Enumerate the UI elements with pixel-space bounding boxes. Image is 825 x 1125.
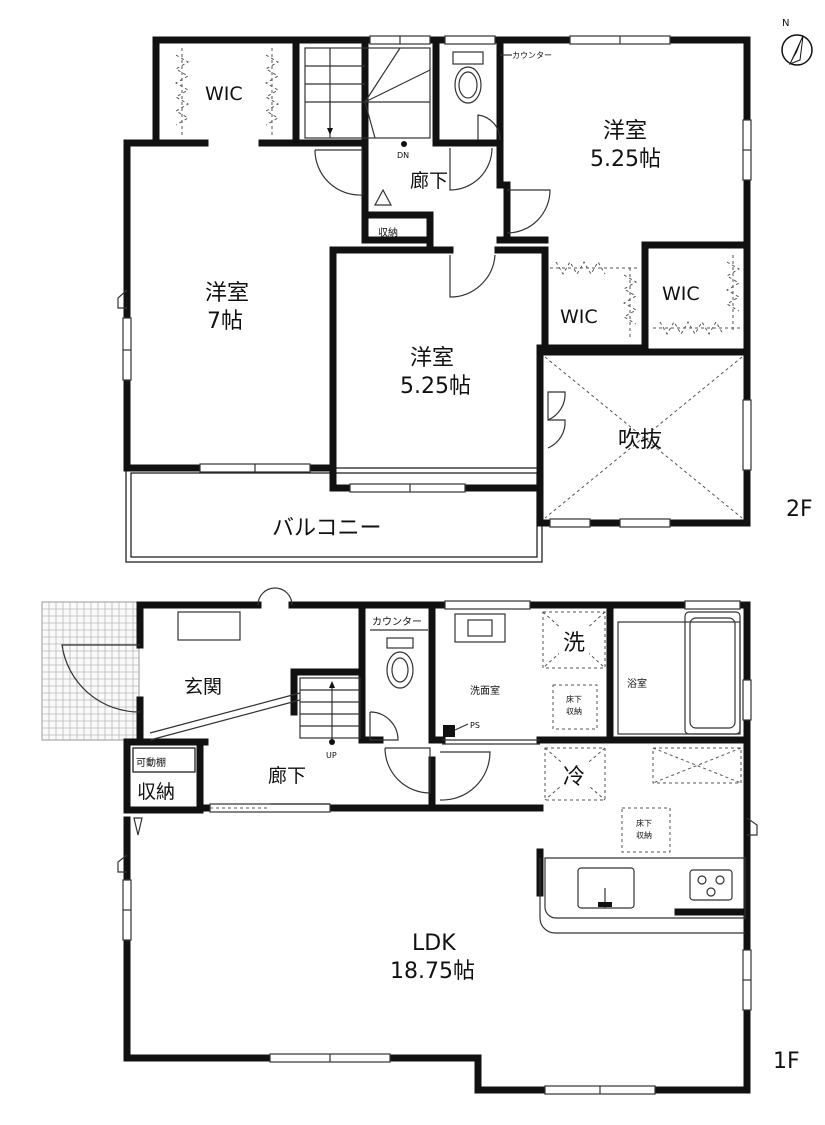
counter-label-2f: カウンター <box>512 51 552 60</box>
staircase-1f: UP <box>299 677 361 760</box>
underfloor-storage-1-line2: 収納 <box>566 706 582 716</box>
room-label-bedroom-ne-size: 5.25帖 <box>590 147 661 172</box>
closet-rails-2f <box>175 48 740 340</box>
room-label-hallway-1f: 廊下 <box>268 765 306 787</box>
windows-2f <box>122 35 752 528</box>
room-label-ldk-size: 18.75帖 <box>390 959 475 984</box>
room-label-bedroom-mid-name: 洋室 <box>410 346 454 371</box>
compass: N <box>781 18 813 66</box>
room-label-washroom: 洗面室 <box>470 684 500 697</box>
floor-label-2f: 2F <box>786 497 813 522</box>
room-label-storage-1f: 収納 <box>137 781 175 803</box>
void-cross <box>544 356 743 519</box>
room-label-void: 吹抜 <box>618 428 662 453</box>
room-label-wic-left: WIC <box>205 83 243 105</box>
underfloor-storage-2-line2: 収納 <box>636 830 652 840</box>
kitchen-details: 冷 床下 収納 <box>539 747 746 934</box>
walls-2f <box>123 36 751 527</box>
room-label-balcony: バルコニー <box>272 516 382 541</box>
floor-2f: DN カウンター WIC <box>117 35 813 563</box>
stairs-down-label: DN <box>397 151 409 160</box>
staircase-2f: DN <box>304 47 431 206</box>
room-label-wic-mid: WIC <box>560 306 598 328</box>
room-label-ldk-name: LDK <box>412 931 456 956</box>
porch <box>41 601 140 741</box>
room-label-bath: 浴室 <box>627 677 647 690</box>
room-label-entrance: 玄関 <box>184 676 222 698</box>
room-label-hallway-2f: 廊下 <box>410 170 448 192</box>
room-label-bedroom-large-size: 7帖 <box>207 309 243 334</box>
floor-1f: UP カウンター 洗 床下 収納 PS <box>41 587 800 1095</box>
room-label-bedroom-large-name: 洋室 <box>205 281 249 306</box>
compass-north-label: N <box>782 18 789 29</box>
entrance-details <box>149 611 301 741</box>
washroom-details: 洗 床下 収納 PS <box>442 611 606 745</box>
floor-label-1f: 1F <box>773 1049 800 1074</box>
bath-details <box>617 611 741 735</box>
underfloor-storage-1-line1: 床下 <box>566 694 582 704</box>
walls-1f <box>123 601 751 1094</box>
pipe-space-label: PS <box>470 721 480 730</box>
stairs-up-label: UP <box>326 751 337 760</box>
washer-label: 洗 <box>563 631 585 656</box>
toilet-2f: カウンター <box>452 51 552 104</box>
labels-2f: WIC 洋室 7帖 廊下 収納 洋室 5.25帖 WIC WIC 洋室 5.25… <box>205 83 813 541</box>
doors-1f <box>61 587 758 873</box>
windows-1f <box>122 600 752 1095</box>
room-label-storage-2f: 収納 <box>378 226 398 239</box>
room-label-bedroom-mid-size: 5.25帖 <box>400 374 471 399</box>
fridge-label: 冷 <box>563 765 585 790</box>
labels-1f: 玄関 廊下 洗面室 浴室 可動棚 収納 LDK 18.75帖 1F <box>132 676 800 1074</box>
toilet-1f: カウンター <box>370 616 428 689</box>
underfloor-storage-2-line1: 床下 <box>636 818 652 828</box>
room-label-wic-right: WIC <box>662 283 700 305</box>
room-label-bedroom-ne-name: 洋室 <box>603 119 647 144</box>
doors-2f <box>117 114 566 449</box>
room-label-adjustable-shelf: 可動棚 <box>136 756 166 769</box>
counter-label-1f: カウンター <box>372 616 422 628</box>
